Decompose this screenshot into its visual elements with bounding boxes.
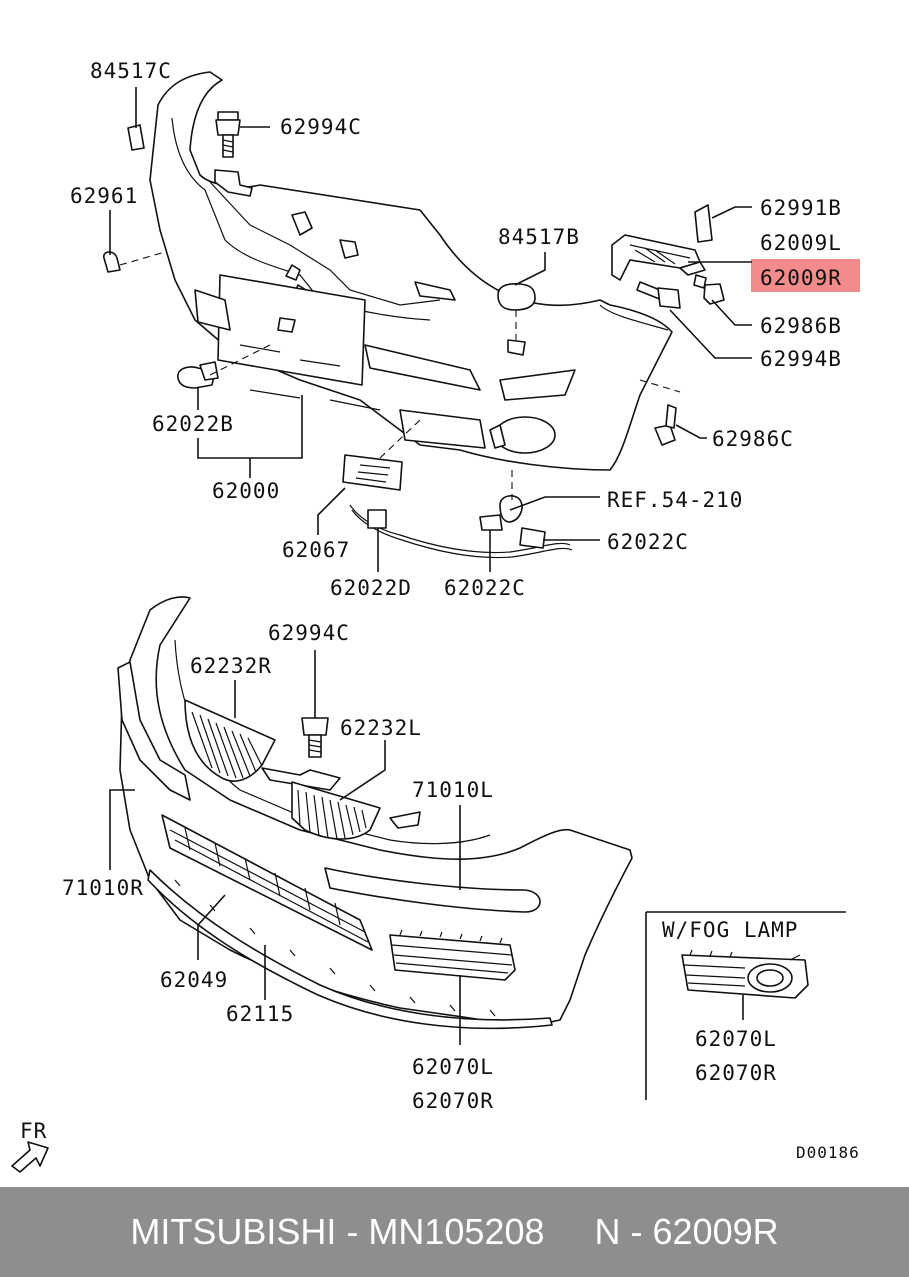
bracket-62009 bbox=[611, 234, 706, 281]
grille-62232L bbox=[291, 781, 381, 840]
label-62070L: 62070L bbox=[412, 1055, 494, 1079]
label-62994C-top: 62994C bbox=[280, 115, 362, 139]
label-62070R: 62070R bbox=[412, 1089, 494, 1113]
bolt-62994C-top bbox=[215, 111, 241, 158]
label-62115: 62115 bbox=[226, 1002, 294, 1026]
label-62000: 62000 bbox=[212, 479, 280, 503]
bolt-62994C-mid bbox=[301, 717, 329, 758]
label-fog-62070L: 62070L bbox=[695, 1027, 777, 1051]
label-fog-lamp-title: W/FOG LAMP bbox=[662, 918, 798, 942]
front-arrow-icon bbox=[11, 1141, 49, 1173]
label-62022B: 62022B bbox=[152, 412, 234, 436]
label-62961: 62961 bbox=[70, 184, 138, 208]
footer-bar: MITSUBISHI - MN105208 N - 62009R bbox=[0, 1187, 909, 1277]
label-62986B: 62986B bbox=[760, 314, 842, 338]
label-62022C-right: 62022C bbox=[607, 530, 689, 554]
label-62232L: 62232L bbox=[340, 716, 422, 740]
fog-grille-62070 bbox=[389, 929, 516, 981]
clip-62022B bbox=[177, 344, 271, 389]
label-84517C: 84517C bbox=[90, 59, 172, 83]
label-62232R: 62232R bbox=[190, 654, 272, 678]
label-62022C-mid: 62022C bbox=[444, 576, 526, 600]
label-84517B: 84517B bbox=[498, 225, 580, 249]
label-71010R: 71010R bbox=[62, 876, 144, 900]
label-diagram-code: D00186 bbox=[796, 1143, 860, 1162]
label-62049: 62049 bbox=[160, 968, 228, 992]
footer-part-info: MITSUBISHI - MN105208 N - 62009R bbox=[130, 1211, 779, 1252]
parts-diagram: 84517C 62994C 62961 84517B 62991B 62009L… bbox=[11, 59, 860, 1173]
label-ref-54-210: REF.54-210 bbox=[607, 488, 743, 512]
grille-62049 bbox=[161, 814, 373, 951]
label-62009R: 62009R bbox=[760, 266, 842, 290]
label-62067: 62067 bbox=[282, 538, 350, 562]
grille-62232R bbox=[184, 699, 276, 782]
callout-labels: 84517C 62994C 62961 84517B 62991B 62009L… bbox=[20, 59, 860, 1162]
label-62986C: 62986C bbox=[712, 427, 794, 451]
label-62991B: 62991B bbox=[760, 196, 842, 220]
label-62009L: 62009L bbox=[760, 231, 842, 255]
highlight-62009R bbox=[751, 259, 860, 292]
fog-grille-with-lamp bbox=[681, 949, 809, 999]
bolt-62994B bbox=[636, 281, 681, 309]
bumper-lower-drawing bbox=[117, 596, 633, 1030]
label-71010L: 71010L bbox=[412, 778, 494, 802]
fog-lamp-inset bbox=[645, 911, 846, 1100]
leader-lines bbox=[109, 87, 752, 1045]
label-62994C-mid: 62994C bbox=[268, 621, 350, 645]
bumper-upper-drawing bbox=[103, 71, 725, 559]
label-fog-62070R: 62070R bbox=[695, 1061, 777, 1085]
label-62022D: 62022D bbox=[330, 576, 412, 600]
label-fr: FR bbox=[20, 1119, 47, 1143]
label-62994B: 62994B bbox=[760, 347, 842, 371]
